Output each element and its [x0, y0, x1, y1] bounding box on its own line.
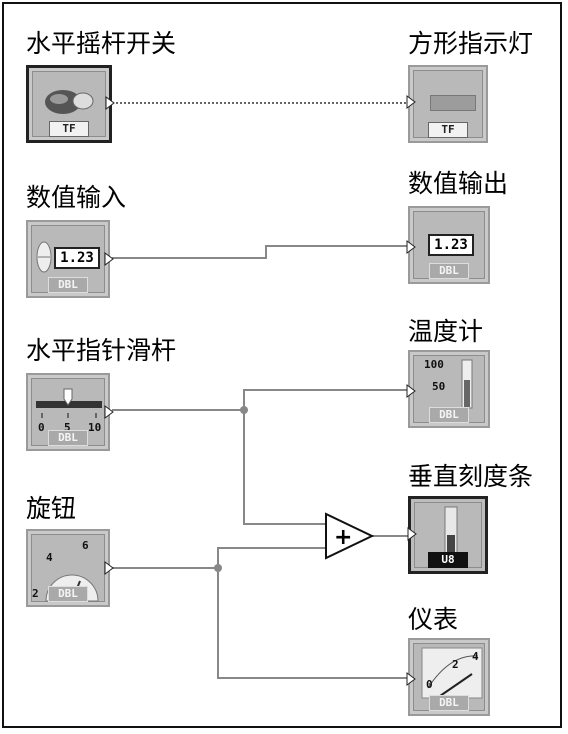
square-led-icon: [430, 95, 476, 111]
type-badge: TF: [428, 122, 468, 138]
vertical-bar-icon: [444, 506, 458, 556]
slide-control-terminal[interactable]: 0 5 10 DBL: [26, 373, 114, 451]
thermometer-terminal[interactable]: 100 50 DBL: [406, 350, 490, 428]
knob-scale-label: 4: [46, 551, 53, 564]
slide-label: 水平指针滑杆: [26, 336, 177, 365]
toggle-switch-terminal[interactable]: TF: [26, 65, 115, 143]
input-arrow-icon: [406, 240, 416, 254]
meter-scale-label: 2: [452, 658, 459, 671]
wire-slide-thermometer[interactable]: [112, 389, 408, 411]
thermometer-scale-label: 50: [432, 380, 445, 393]
knob-scale-label: 6: [82, 539, 89, 552]
numeric-indicator-terminal[interactable]: 1.23 DBL: [406, 206, 490, 284]
wire-junction: [240, 406, 248, 414]
meter-scale-label: 0: [426, 678, 433, 691]
meter-scale-label: 4: [472, 650, 479, 663]
slide-scale-label: 5: [64, 421, 71, 434]
numeric-control-terminal[interactable]: 1.23 DBL: [26, 220, 114, 298]
add-symbol: +: [334, 525, 352, 550]
numeric-input-display: 1.23: [54, 247, 100, 269]
wire-numeric[interactable]: [112, 245, 408, 259]
toggle-switch-icon: [45, 90, 94, 114]
output-arrow-icon: [104, 252, 114, 266]
type-badge: DBL: [429, 263, 469, 279]
toggle-label: 水平摇杆开关: [26, 29, 177, 58]
square-led-label: 方形指示灯: [408, 29, 534, 58]
square-led-terminal[interactable]: TF: [406, 65, 488, 143]
output-arrow-icon: [104, 561, 114, 575]
increment-decrement-icon: [36, 241, 52, 273]
meter-label: 仪表: [408, 605, 459, 634]
meter-terminal[interactable]: 0 2 4 DBL: [406, 638, 490, 716]
wire-knob-meter[interactable]: [217, 568, 408, 679]
meter-icon: 0 2 4: [421, 647, 483, 699]
knob-control-terminal[interactable]: 2 4 6 DBL: [26, 529, 114, 607]
knob-label: 旋钮: [26, 494, 77, 523]
vertical-bar-terminal[interactable]: U8: [407, 496, 488, 574]
thermometer-label: 温度计: [408, 317, 484, 346]
knob-scale-label: 2: [32, 587, 39, 600]
vertical-bar-label: 垂直刻度条: [408, 462, 534, 491]
input-arrow-icon: [407, 527, 417, 541]
slide-scale-label: 10: [88, 421, 101, 434]
input-arrow-icon: [406, 384, 416, 398]
type-badge: DBL: [429, 695, 469, 711]
type-badge: DBL: [48, 277, 88, 293]
horizontal-slide-icon: 0 5 10: [36, 388, 102, 434]
output-arrow-icon: [105, 96, 115, 110]
numeric-output-display: 1.23: [428, 234, 474, 256]
type-badge: DBL: [429, 407, 469, 423]
wire-junction: [214, 564, 222, 572]
wire-knob-add[interactable]: [217, 547, 326, 568]
input-arrow-icon: [406, 95, 416, 109]
output-arrow-icon: [104, 405, 114, 419]
wire-slide-add[interactable]: [243, 410, 326, 525]
thermometer-icon: 100 50: [424, 358, 473, 409]
type-badge: DBL: [48, 430, 88, 446]
type-badge: TF: [49, 121, 89, 137]
add-node[interactable]: +: [325, 512, 375, 560]
thermometer-scale-label: 100: [424, 358, 444, 371]
numeric-output-label: 数值输出: [408, 169, 509, 198]
type-badge: DBL: [48, 586, 88, 602]
slide-scale-label: 0: [38, 421, 45, 434]
type-badge: U8: [428, 552, 468, 568]
numeric-input-label: 数值输入: [26, 183, 127, 212]
input-arrow-icon: [406, 672, 416, 686]
